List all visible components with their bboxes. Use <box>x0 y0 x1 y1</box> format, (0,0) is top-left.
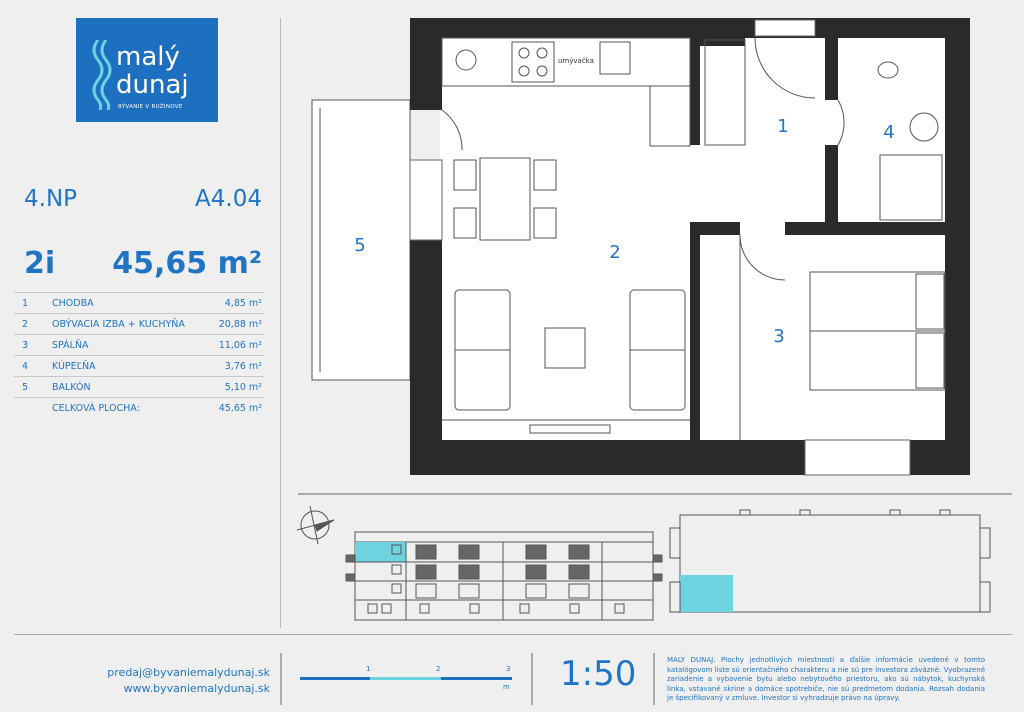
total-label: CELKOVÁ PLOCHA: <box>52 397 211 418</box>
room-label-1: 1 <box>777 116 788 137</box>
room-label-5: 5 <box>354 235 365 256</box>
total-row: CELKOVÁ PLOCHA:45,65 m² <box>14 397 264 418</box>
web-link[interactable]: www.byvaniemalydunaj.sk <box>123 682 270 695</box>
unit-code: A4.04 <box>195 186 262 212</box>
unit-type: 2i <box>24 246 56 281</box>
floor-label: 4.NP <box>24 186 78 212</box>
room-no: 2 <box>14 313 52 335</box>
scale-bar <box>300 677 512 680</box>
windows <box>409 19 911 476</box>
scale-tick-2: 2 <box>436 665 441 673</box>
divider <box>531 653 533 705</box>
room-no: 5 <box>14 376 52 398</box>
divider <box>280 653 282 705</box>
room-name: KÚPEĽŇA <box>52 355 211 377</box>
divider <box>280 18 281 628</box>
logo-tagline: BÝVANIE V RUŽINOVE <box>118 104 183 110</box>
room-area: 4,85 m² <box>210 292 264 314</box>
room-label-2: 2 <box>609 242 620 263</box>
balcony <box>311 99 411 381</box>
logo: malý dunaj BÝVANIE V RUŽINOVE <box>76 18 218 122</box>
compass-icon <box>296 505 335 545</box>
room-no: 4 <box>14 355 52 377</box>
room-no: 3 <box>14 334 52 356</box>
footer-divider <box>14 634 1012 635</box>
scale-tick-1: 1 <box>366 665 371 673</box>
room-name: SPÁLŇA <box>52 334 211 356</box>
email-link[interactable]: predaj@byvaniemalydunaj.sk <box>107 666 270 679</box>
logo-line1: malý <box>116 42 180 72</box>
scale-ratio: 1:50 <box>560 654 637 694</box>
dishwasher-label: umývačka <box>558 57 594 65</box>
divider <box>653 653 655 705</box>
furniture <box>441 37 946 440</box>
room-name: CHODBA <box>52 292 211 314</box>
logo-line2: dunaj <box>116 70 189 100</box>
total-area: 45,65 m² <box>210 397 264 418</box>
building-elevation <box>345 531 663 621</box>
unit-area: 45,65 m² <box>112 246 262 281</box>
walls <box>410 18 970 475</box>
room-area: 11,06 m² <box>210 334 264 356</box>
disclaimer: MALÝ DUNAJ. Plochy jednotlivých miestnos… <box>667 656 985 703</box>
waves-icon <box>92 40 112 110</box>
scale-unit: m <box>503 683 510 691</box>
room-area: 20,88 m² <box>210 313 264 335</box>
room-name: OBÝVACIA IZBA + KUCHYŇA <box>52 313 211 335</box>
room-label-3: 3 <box>773 326 784 347</box>
scale-tick-3: 3 <box>506 665 511 673</box>
location-diagrams <box>296 505 991 621</box>
room-name: BALKÓN <box>52 376 211 398</box>
site-plan <box>669 509 991 613</box>
room-area: 5,10 m² <box>210 376 264 398</box>
room-label-4: 4 <box>883 122 894 143</box>
room-area: 3,76 m² <box>210 355 264 377</box>
floor-plan: umývačka 1 2 3 4 5 <box>298 18 1012 495</box>
room-no: 1 <box>14 292 52 314</box>
